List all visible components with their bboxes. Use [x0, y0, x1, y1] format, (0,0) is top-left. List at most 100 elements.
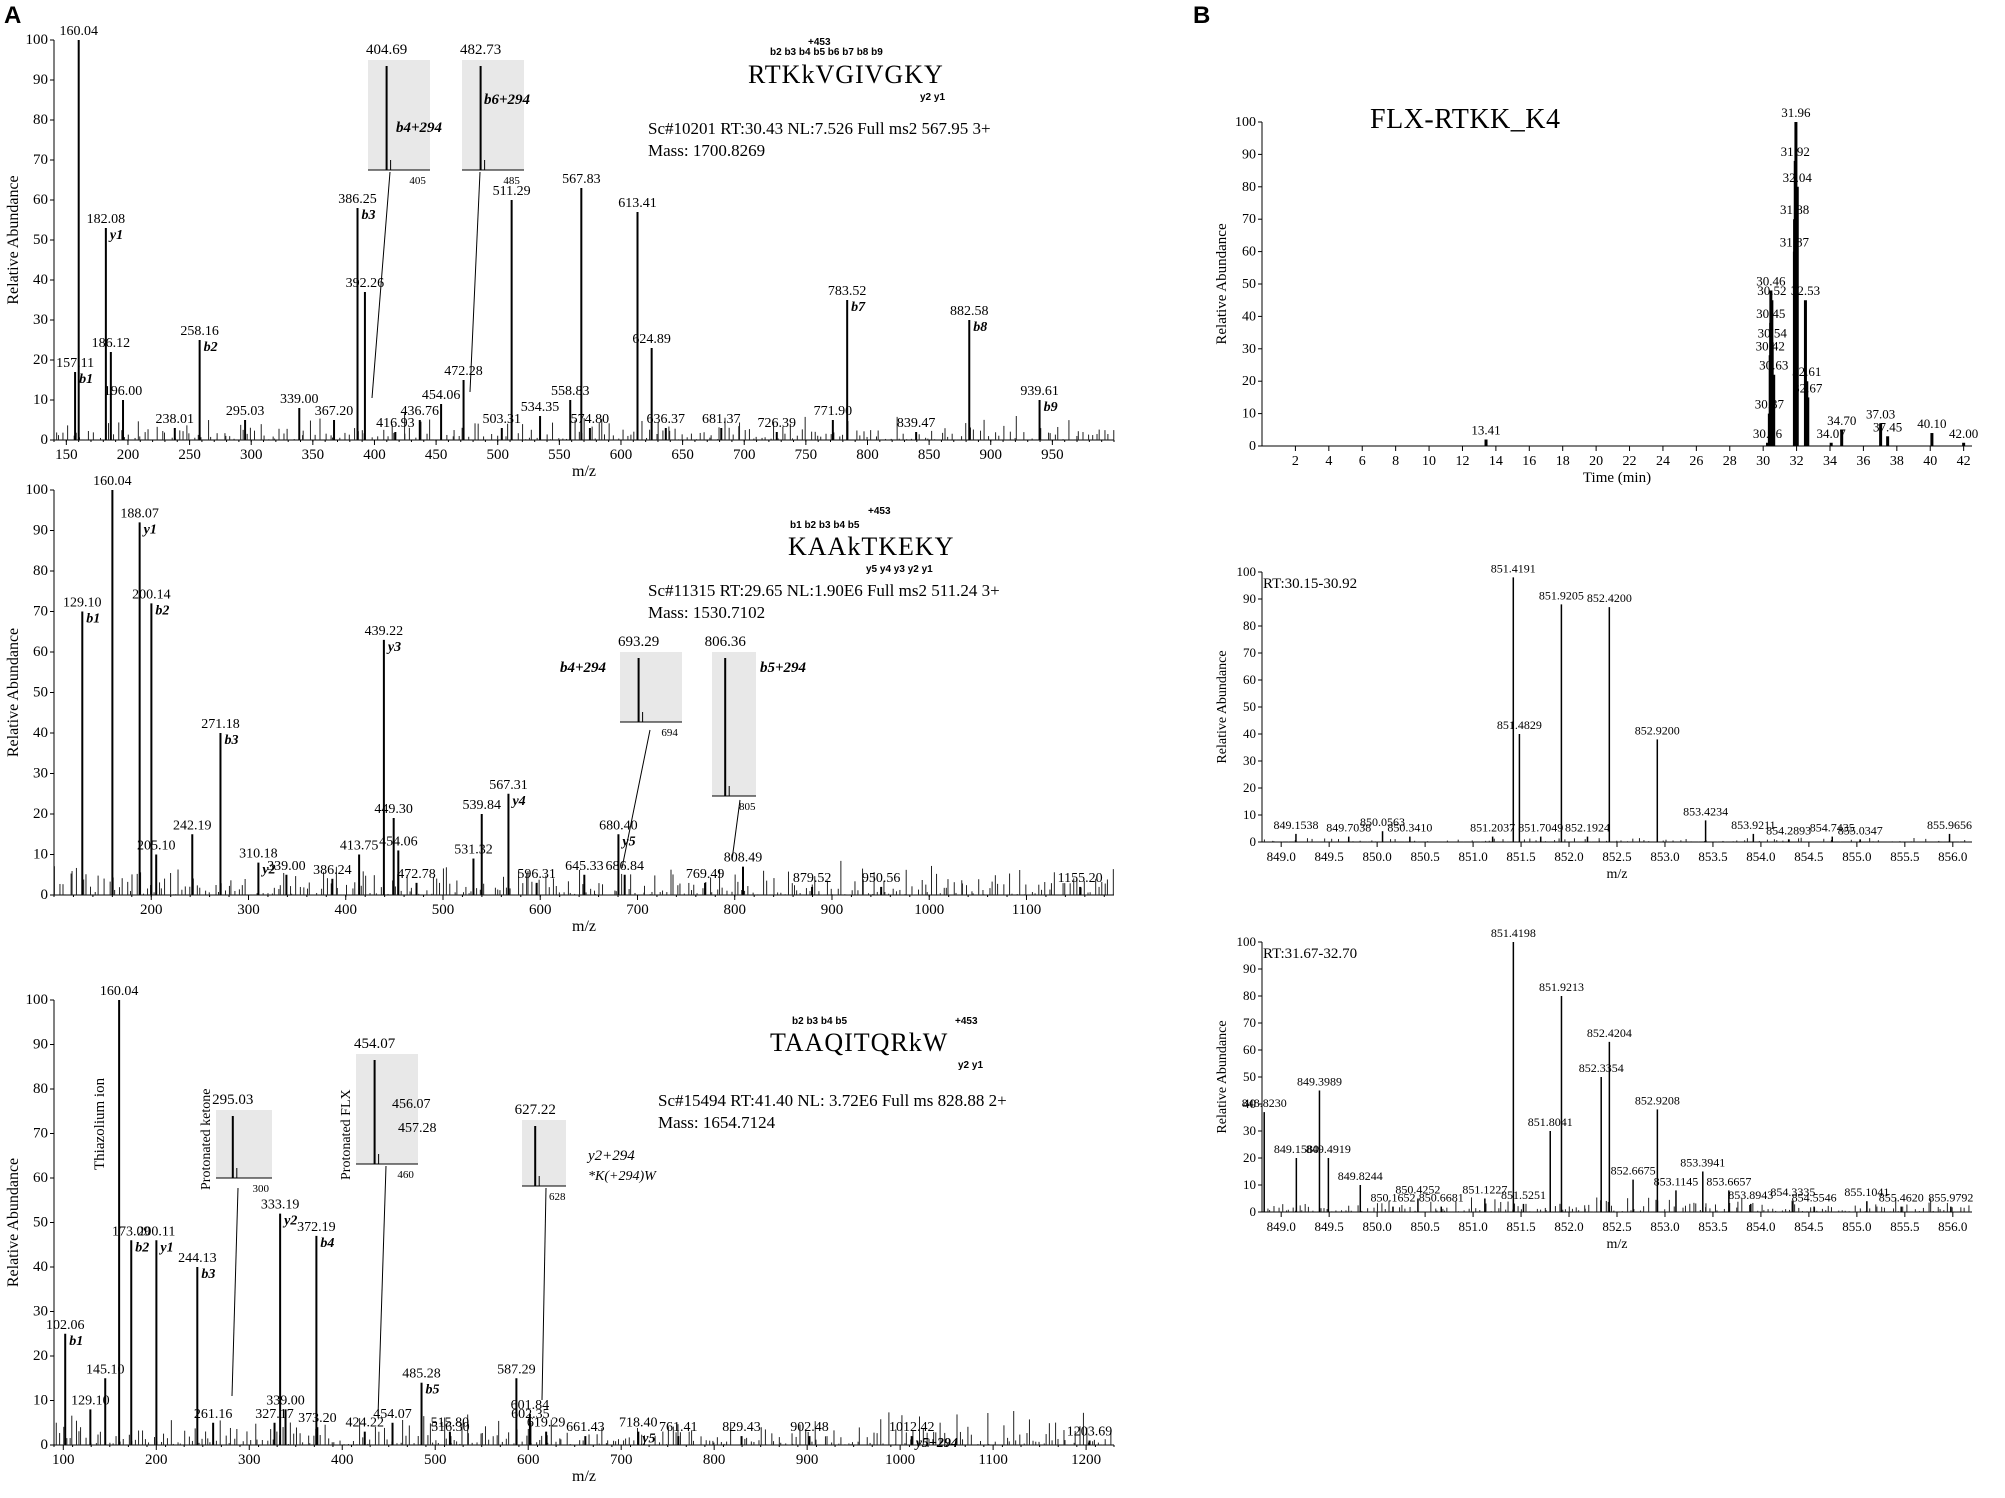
x-tick-label: 400 — [363, 447, 386, 463]
ion-label: b5 — [426, 1383, 440, 1398]
x-axis-label: m/z — [1607, 867, 1628, 882]
inset-box — [620, 652, 682, 722]
peak-label: 852.6675 — [1611, 1164, 1656, 1178]
ion-label: b7 — [851, 300, 866, 315]
x-tick-label: 900 — [796, 1452, 819, 1468]
ion-label: b8 — [973, 320, 987, 335]
peak-label: 503.31 — [483, 412, 522, 427]
y-tick-label: 50 — [1242, 277, 1256, 292]
peak-label: 686.84 — [605, 859, 644, 874]
y-tick-label: 90 — [33, 1037, 48, 1053]
y-axis-label: Relative Abundance — [5, 1158, 22, 1287]
x-tick-label: 20 — [1589, 454, 1603, 469]
peak-label: 854.2893 — [1766, 823, 1811, 837]
peak-label: 853.8943 — [1728, 1188, 1773, 1202]
y-tick-label: 0 — [41, 1437, 49, 1453]
peak-label: 30.63 — [1759, 358, 1788, 373]
peak-label: 129.10 — [63, 596, 102, 611]
peak-label: 851.1227 — [1462, 1183, 1507, 1197]
peak-label: 574.80 — [571, 412, 610, 427]
y-tick-label: 90 — [1242, 147, 1256, 162]
y-tick-label: 100 — [1237, 564, 1257, 579]
peak-label: 157.11 — [56, 356, 94, 371]
s2-scan-info: Sc#11315 RT:29.65 NL:1.90E6 Full ms2 511… — [648, 581, 1000, 600]
peak-label: 882.58 — [950, 304, 989, 319]
x-tick-label: 550 — [548, 447, 571, 463]
x-tick-label: 852.5 — [1602, 849, 1631, 864]
x-tick-label: 450 — [425, 447, 448, 463]
inset-annotation: Protonated FLX — [339, 1089, 354, 1180]
x-tick-label: 849.5 — [1315, 1219, 1344, 1234]
inset-peak-label-3: 457.28 — [398, 1121, 437, 1136]
peak-label: 339.00 — [280, 392, 319, 407]
x-tick-label: 854.5 — [1794, 849, 1823, 864]
y-tick-label: 80 — [1243, 988, 1256, 1003]
peak-label: 531.32 — [454, 843, 493, 858]
y-tick-label: 80 — [1243, 618, 1256, 633]
peak-label: 30.26 — [1753, 426, 1783, 441]
peak-label: 645.33 — [565, 859, 604, 874]
peak-label: 271.18 — [201, 717, 240, 732]
inset-peak-label: 404.69 — [366, 42, 407, 58]
y-tick-label: 20 — [1243, 780, 1256, 795]
peak-label: 30.52 — [1757, 283, 1786, 298]
s1-sequence-bottom-ions: y2 y1 — [920, 92, 946, 103]
peak-label: 472.28 — [444, 364, 483, 379]
y-tick-label: 40 — [33, 725, 48, 741]
y-tick-label: 70 — [33, 152, 48, 168]
peak-label: 661.43 — [566, 1420, 605, 1435]
inset-box — [216, 1110, 272, 1178]
x-tick-label: 650 — [671, 447, 694, 463]
y-tick-label: 60 — [33, 644, 48, 660]
s2-mass: Mass: 1530.7102 — [648, 603, 766, 622]
peak-label: 186.12 — [92, 336, 131, 351]
inset-annotation: b5+294 — [760, 660, 807, 676]
peak-label: 160.04 — [59, 24, 98, 39]
x-tick-label: 852.0 — [1554, 849, 1583, 864]
peak-label: 173.09 — [112, 1224, 151, 1239]
peak-label: 852.9208 — [1635, 1093, 1680, 1107]
x-tick-label: 900 — [821, 902, 844, 918]
x-tick-label: 1000 — [914, 902, 944, 918]
peak-label: 601.84 — [511, 1398, 550, 1413]
peak-label: 619.29 — [527, 1416, 566, 1431]
peak-label: 386.25 — [338, 192, 377, 207]
y-tick-label: 40 — [33, 1259, 48, 1275]
x-tick-label: 42 — [1957, 454, 1971, 469]
x-tick-label: 40 — [1923, 454, 1937, 469]
y-tick-label: 60 — [33, 1170, 48, 1186]
x-tick-label: 500 — [432, 902, 455, 918]
x-tick-label: 849.5 — [1315, 849, 1344, 864]
x-tick-label: 800 — [856, 447, 879, 463]
inset-tick-label: 405 — [409, 175, 426, 187]
s2-sequence-mod: +453 — [868, 506, 891, 517]
x-tick-label: 16 — [1522, 454, 1536, 469]
inset-peak-label: 295.03 — [212, 1092, 253, 1108]
inset-annotation: b4+294 — [396, 120, 443, 136]
peak-label: 339.00 — [266, 1393, 305, 1408]
s2-sequence-top-ions: b1 b2 b3 b4 b5 — [790, 520, 860, 531]
peak-label: 367.20 — [315, 404, 354, 419]
y-tick-label: 80 — [33, 563, 48, 579]
x-tick-label: 1100 — [1012, 902, 1041, 918]
y-tick-label: 90 — [1243, 591, 1256, 606]
peak-label: 850.3410 — [1387, 821, 1432, 835]
x-axis-label: m/z — [572, 918, 596, 935]
peak-label: 851.4191 — [1491, 561, 1536, 575]
y-tick-label: 30 — [33, 766, 48, 782]
x-tick-label: 851.0 — [1458, 1219, 1487, 1234]
ion-label: b2 — [155, 603, 169, 618]
peak-label: 373.20 — [298, 1411, 337, 1426]
x-tick-label: 30 — [1756, 454, 1770, 469]
peak-label: 392.26 — [346, 276, 385, 291]
s3-mass: Mass: 1654.7124 — [658, 1113, 776, 1132]
peak-label: 515.80 — [431, 1416, 470, 1431]
peak-label: 424.22 — [346, 1416, 385, 1431]
peak-label: 32.61 — [1792, 364, 1821, 379]
peak-label: 567.31 — [489, 778, 528, 793]
inset-annotation: Protonated ketone — [199, 1089, 214, 1190]
x-tick-label: 600 — [610, 447, 633, 463]
peak-label: 1155.20 — [1058, 871, 1103, 886]
